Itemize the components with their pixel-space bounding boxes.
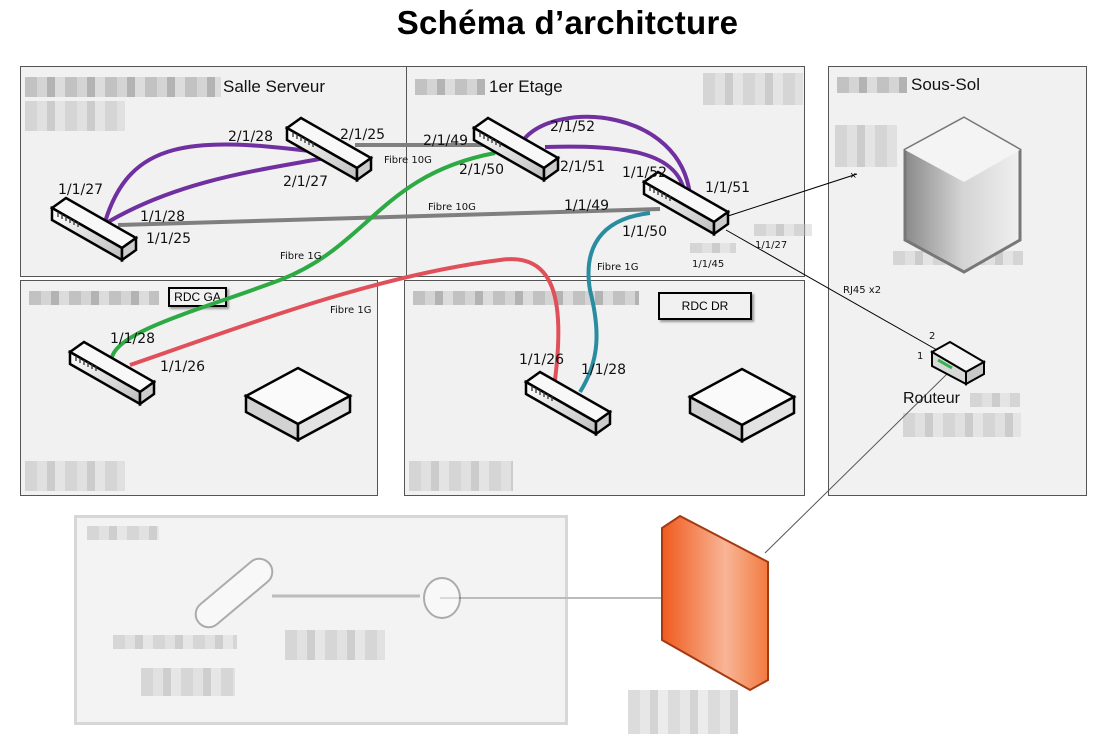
port-label: Fibre 1G — [597, 262, 638, 273]
router-icon — [929, 340, 987, 386]
redacted-text — [285, 630, 385, 660]
firewall-icon — [661, 514, 769, 692]
port-label: 2/1/51 — [560, 159, 605, 175]
faded-devices — [194, 557, 461, 629]
link-fibre-1g-red — [129, 257, 561, 381]
appliance-rdc-dr — [688, 367, 796, 443]
port-label: 2/1/52 — [550, 119, 595, 135]
port-label: Fibre 10G — [428, 202, 476, 213]
server-icon — [903, 116, 1022, 274]
redacted-text — [25, 77, 221, 97]
link-purple-2-1-51 — [544, 144, 687, 197]
port-label: 1/1/49 — [564, 198, 609, 214]
port-label: 1/1/28 — [581, 362, 626, 378]
switch-rdc-ga — [68, 340, 156, 406]
port-label: 2/1/49 — [423, 133, 468, 149]
router-label: Routeur — [903, 390, 960, 407]
port-label: 1/1/26 — [160, 359, 205, 375]
port-label: 1/1/52 — [622, 165, 667, 181]
port-label: 1/1/28 — [140, 209, 185, 225]
redacted-text — [413, 291, 639, 305]
link-purple-1-1-28-to-2-1-27 — [106, 156, 326, 224]
link-router-firewall — [764, 372, 949, 554]
redacted-text — [87, 526, 159, 540]
port-label: Fibre 1G — [330, 305, 371, 316]
redacted-text — [754, 224, 812, 236]
port-label: Fibre 1G — [280, 251, 321, 262]
redacted-text — [25, 461, 125, 491]
port-label: RJ45 x2 — [843, 285, 881, 296]
redacted-text — [141, 668, 235, 696]
port-label: 1/1/27 — [755, 240, 787, 251]
port-label: 1 — [917, 351, 923, 362]
link-to-server — [727, 173, 858, 217]
redacted-text — [415, 79, 485, 95]
appliance-rdc-ga — [244, 366, 352, 442]
zone-1er-etage: 1er Etage — [406, 66, 805, 277]
port-label: 2/1/27 — [283, 174, 328, 190]
port-label: 2 — [929, 331, 935, 342]
redacted-text — [113, 635, 237, 649]
link-fibre-10g-2 — [117, 207, 661, 227]
svg-text:×: × — [850, 170, 856, 182]
port-label: 2/1/50 — [459, 162, 504, 178]
redacted-text — [835, 125, 897, 167]
redacted-text — [690, 243, 736, 253]
zone-faded-bottom — [74, 515, 568, 725]
port-label: 1/1/50 — [622, 224, 667, 240]
zone-title-1er-etage: 1er Etage — [489, 77, 563, 96]
diagram-title: Schéma d’architcture — [396, 4, 739, 41]
redacted-text — [837, 77, 907, 93]
redacted-text — [703, 73, 803, 105]
switch-salle-serveur-1 — [50, 196, 138, 262]
zone-sous-sol: Sous-Sol — [828, 66, 1087, 496]
port-label: 1/1/27 — [58, 182, 103, 198]
redacted-text — [903, 413, 1021, 437]
link-rj45 — [725, 229, 938, 351]
redacted-text — [970, 393, 1020, 407]
port-label: 2/1/28 — [228, 129, 273, 145]
port-label: 1/1/51 — [705, 180, 750, 196]
port-label: 1/1/26 — [519, 352, 564, 368]
port-label: 1/1/45 — [692, 259, 724, 270]
port-label: 1/1/28 — [110, 331, 155, 347]
redacted-text — [409, 461, 513, 491]
redacted-text — [25, 101, 125, 131]
switch-rdc-dr — [524, 370, 612, 436]
zone-title-sous-sol: Sous-Sol — [911, 75, 980, 94]
port-label: 2/1/25 — [340, 127, 385, 143]
zone-title-salle-serveur: Salle Serveur — [223, 77, 326, 96]
port-label: Fibre 10G — [384, 155, 432, 166]
link-fibre-1g-green — [110, 151, 496, 358]
redacted-text — [29, 291, 159, 305]
link-fibre-1g-teal — [578, 211, 651, 394]
redacted-firewall-label — [628, 690, 738, 734]
zone-label-rdc-dr: RDC DR — [658, 292, 752, 320]
link-purple-2-1-52 — [523, 114, 692, 196]
link-purple-1-1-27-to-2-1-28 — [103, 142, 326, 223]
port-label: 1/1/25 — [146, 231, 191, 247]
